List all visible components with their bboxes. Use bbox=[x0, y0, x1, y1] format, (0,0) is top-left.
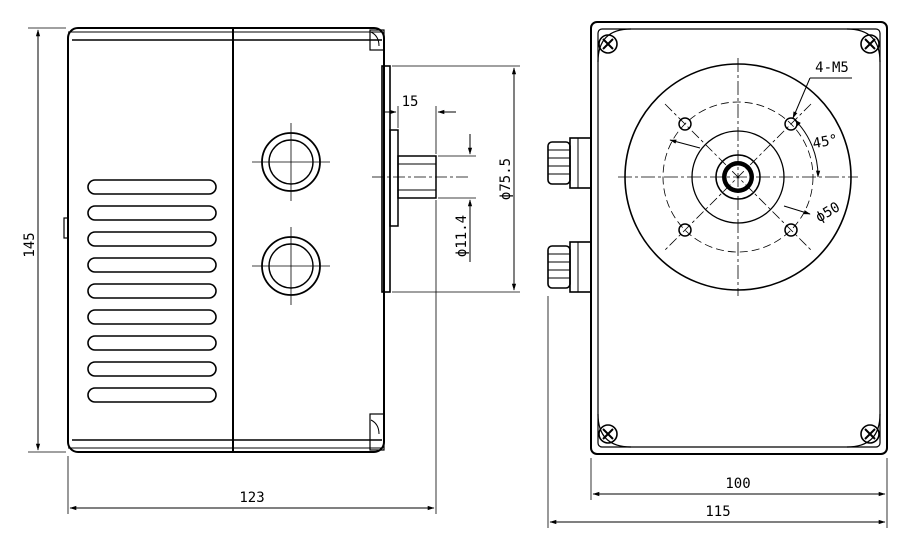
label-bolt-angle: 45° bbox=[811, 132, 839, 152]
bolt-hole bbox=[678, 117, 692, 131]
side-cable-gland-upper bbox=[252, 123, 330, 201]
front-annotations: 4-M5 45° ϕ50 bbox=[669, 60, 852, 226]
side-view bbox=[63, 27, 470, 453]
side-housing-outline bbox=[67, 27, 385, 453]
dim-overall-height: 145 bbox=[22, 232, 38, 257]
corner-screw-top-right bbox=[860, 34, 880, 54]
dim-front-overall-width: 115 bbox=[705, 504, 730, 520]
dim-flange-diameter: ϕ75.5 bbox=[498, 158, 514, 200]
dim-shaft-offset: 15 bbox=[402, 94, 419, 110]
bolt-hole bbox=[784, 223, 798, 237]
dim-shaft-diameter: ϕ11.4 bbox=[454, 215, 470, 257]
corner-screw-top-left bbox=[598, 34, 618, 54]
ventilation-slots bbox=[87, 179, 217, 403]
side-cable-gland-lower bbox=[252, 227, 330, 305]
label-bolt-holes: 4-M5 bbox=[815, 60, 849, 76]
dim-front-inner-width: 100 bbox=[725, 476, 750, 492]
front-cable-gland-lower bbox=[547, 241, 592, 293]
bolt-hole bbox=[678, 223, 692, 237]
front-cable-gland-upper bbox=[547, 137, 592, 189]
corner-screw-bottom-left bbox=[598, 424, 618, 444]
front-dimensions: 100 115 bbox=[547, 296, 888, 528]
dim-side-width: 123 bbox=[239, 490, 264, 506]
label-bolt-circle: ϕ50 bbox=[813, 199, 843, 226]
front-housing-outline bbox=[590, 21, 888, 455]
front-view bbox=[547, 21, 888, 455]
side-dimensions: 145 123 15 ϕ75.5 ϕ11.4 bbox=[22, 27, 520, 514]
corner-screw-bottom-right bbox=[860, 424, 880, 444]
